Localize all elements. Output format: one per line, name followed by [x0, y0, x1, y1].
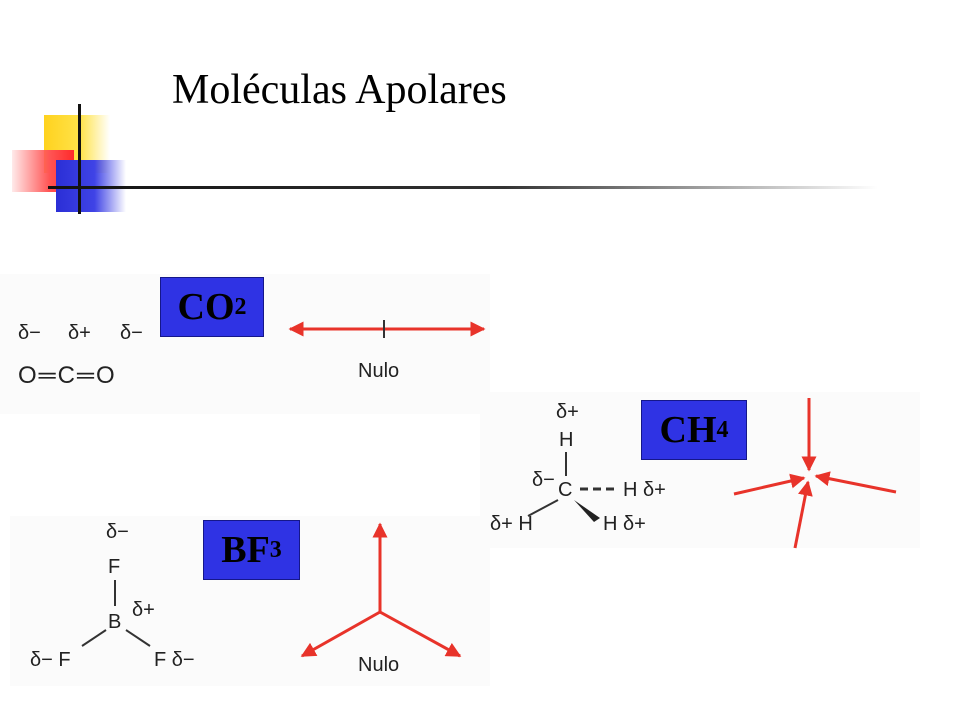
ch4-dipole-arrow-bottom — [793, 480, 813, 549]
ornament-vertical-line — [78, 104, 81, 214]
ch4-formula: CH — [659, 409, 717, 451]
co2-charge-center: δ+ — [68, 322, 91, 344]
bf3-bond-left — [81, 629, 107, 647]
co2-result-label: Nulo — [358, 360, 400, 382]
bf3-bottom-left-fluorine: δ− F — [30, 649, 71, 671]
bf3-charge-boron: δ+ — [132, 599, 155, 621]
ch4-atom-top: H — [559, 429, 574, 451]
ch4-subscript: 4 — [716, 416, 729, 443]
bf3-subscript: 3 — [269, 536, 282, 563]
ch4-dipole-arrow-left — [733, 473, 806, 496]
ch4-charge-top: δ+ — [556, 401, 579, 423]
co2-charge-left: δ− — [18, 322, 41, 344]
bf3-formula: BF — [221, 529, 270, 571]
ch4-bottom-left-hydrogen: δ+ H — [490, 513, 533, 535]
slide-title: Moléculas Apolares — [172, 67, 507, 113]
bf3-result-label: Nulo — [358, 654, 400, 676]
co2-subscript: 2 — [234, 293, 247, 320]
ch4-atom-carbon: C — [558, 479, 573, 501]
ch4-bond-bottom-left — [527, 499, 559, 517]
ch4-dipole-arrow-right — [814, 471, 897, 494]
bf3-bond-right — [125, 629, 151, 647]
bf3-bottom-right-fluorine: F δ− — [154, 649, 195, 671]
co2-charge-right: δ− — [120, 322, 143, 344]
ch4-bottom-right-hydrogen: H δ+ — [603, 513, 646, 535]
ch4-charge-carbon: δ− — [532, 469, 555, 491]
bf3-dipole-arrow-right — [379, 610, 462, 658]
ch4-right-hydrogen: H δ+ — [623, 479, 666, 501]
co2-structure: O═C═O — [18, 362, 117, 389]
bf3-atom-boron: B — [108, 611, 122, 633]
bf3-charge-top: δ− — [106, 521, 129, 543]
title-underline — [48, 186, 878, 189]
ch4-wedge-bond — [574, 500, 600, 522]
bf3-atom-top: F — [108, 556, 121, 578]
co2-formula: CO — [177, 286, 235, 328]
bf3-dipole-arrow-left — [300, 610, 381, 658]
